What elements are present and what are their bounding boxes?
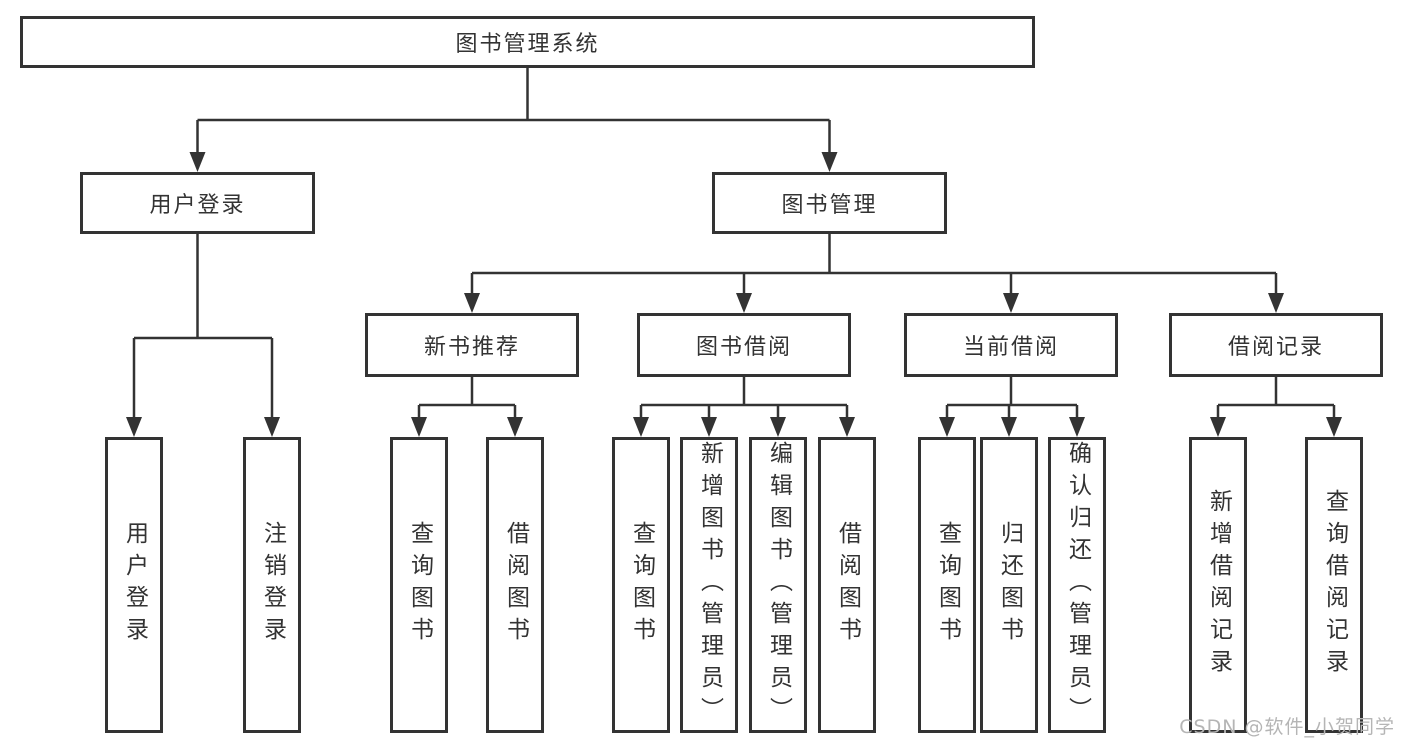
- leaf-query-books-2: 查询图书: [612, 437, 670, 733]
- leaf-add-borrow-record: 新增借阅记录: [1189, 437, 1247, 733]
- leaf-label: 查询图书: [628, 521, 655, 649]
- node-user-login: 用户登录: [80, 172, 315, 234]
- node-current-borrowing: 当前借阅: [904, 313, 1118, 377]
- leaf-return-books: 归还图书: [980, 437, 1038, 733]
- leaf-label: 归还图书: [996, 521, 1023, 649]
- leaf-label: 新增借阅记录: [1205, 489, 1232, 681]
- leaf-label: 新增图书（管理员）: [696, 441, 723, 729]
- node-book-borrowing-label: 图书借阅: [695, 335, 792, 360]
- leaf-label: 确认归还（管理员）: [1064, 441, 1091, 729]
- leaf-logout: 注销登录: [243, 437, 301, 733]
- node-book-borrowing: 图书借阅: [637, 313, 851, 377]
- node-new-book-recommendation: 新书推荐: [365, 313, 579, 377]
- node-book-management-label: 图书管理: [781, 193, 878, 218]
- leaf-query-books-3: 查询图书: [918, 437, 976, 733]
- leaf-query-borrow-record: 查询借阅记录: [1305, 437, 1363, 733]
- leaf-query-books: 查询图书: [390, 437, 448, 733]
- node-current-borrowing-label: 当前借阅: [962, 335, 1059, 360]
- leaf-label: 查询借阅记录: [1321, 489, 1348, 681]
- leaf-label: 查询图书: [934, 521, 961, 649]
- node-new-book-recommendation-label: 新书推荐: [423, 335, 520, 360]
- leaf-user-login: 用户登录: [105, 437, 163, 733]
- leaf-label: 编辑图书（管理员）: [765, 441, 792, 729]
- node-borrowing-records: 借阅记录: [1169, 313, 1383, 377]
- leaf-label: 借阅图书: [502, 521, 529, 649]
- leaf-label: 注销登录: [259, 521, 286, 649]
- leaf-borrow-books: 借阅图书: [486, 437, 544, 733]
- node-user-login-label: 用户登录: [149, 193, 246, 218]
- leaf-add-books-admin: 新增图书（管理员）: [680, 437, 738, 733]
- leaf-label: 用户登录: [121, 521, 148, 649]
- leaf-edit-books-admin: 编辑图书（管理员）: [749, 437, 807, 733]
- leaf-label: 借阅图书: [834, 521, 861, 649]
- leaf-confirm-return-admin: 确认归还（管理员）: [1048, 437, 1106, 733]
- leaf-label: 查询图书: [406, 521, 433, 649]
- csdn-watermark: CSDN @软件_小贺同学: [1179, 716, 1395, 738]
- node-library-management-system: 图书管理系统: [20, 16, 1035, 68]
- node-borrowing-records-label: 借阅记录: [1227, 335, 1324, 360]
- node-library-management-system-label: 图书管理系统: [455, 32, 600, 57]
- node-book-management: 图书管理: [712, 172, 947, 234]
- leaf-borrow-books-2: 借阅图书: [818, 437, 876, 733]
